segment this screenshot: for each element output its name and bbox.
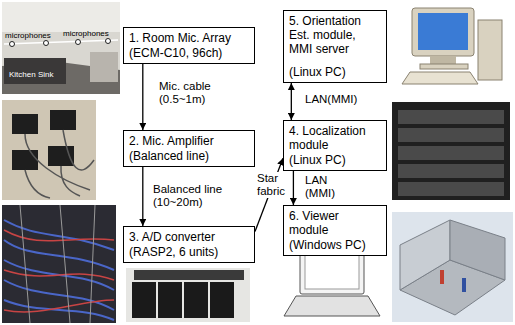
process-box: 4. Localization module(Linux PC): [283, 120, 387, 171]
box-text: (Balanced line): [129, 149, 249, 163]
box-text: (Linux PC): [289, 65, 381, 79]
connector-arrow: [142, 64, 143, 130]
box-text: (RASP2, 6 units): [129, 245, 249, 259]
box-text: 3. A/D converter: [129, 230, 249, 244]
laptop-icon: [284, 250, 380, 316]
box-text: (Linux PC): [289, 153, 381, 167]
connector-arrow: [291, 83, 292, 120]
edge-label: LAN(MMI): [304, 93, 376, 106]
edge-label: Star fabric: [256, 172, 292, 198]
box-text: 2. Mic. Amplifier: [129, 134, 249, 148]
photo-label: microphones: [62, 29, 110, 38]
connector-arrow: [293, 171, 294, 205]
process-box: 1. Room Mic. Array(ECM-C10, 96ch): [123, 27, 255, 64]
process-box: 6. Viewer module(Windows PC): [283, 205, 387, 256]
converter-photo: [126, 268, 250, 322]
box-text: 6. Viewer module: [289, 209, 381, 237]
box-text: 4. Localization module: [289, 124, 381, 152]
viewer-screenshot: [392, 212, 513, 322]
rack-photo: [392, 102, 510, 200]
process-box: 3. A/D converter(RASP2, 6 units): [123, 226, 255, 263]
photo-label: Kitchen Sink: [8, 70, 54, 79]
edge-label: LAN (MMI): [304, 174, 346, 200]
computer-icon: [402, 8, 502, 84]
box-text: 5. Orientation Est. module, MMI server: [289, 14, 381, 56]
room-photo: [2, 2, 120, 94]
edge-label: Balanced line (10~20m): [152, 183, 240, 209]
connector-arrow: [142, 167, 143, 226]
box-text: (ECM-C10, 96ch): [129, 46, 249, 60]
photo-label: microphones: [4, 31, 52, 40]
box-text: (Windows PC): [289, 238, 381, 252]
cables-photo: [2, 205, 116, 323]
process-box: 5. Orientation Est. module, MMI server (L…: [283, 10, 387, 83]
process-box: 2. Mic. Amplifier(Balanced line): [123, 130, 255, 167]
box-text: 1. Room Mic. Array: [129, 31, 249, 45]
amplifier-photo: [2, 100, 96, 200]
edge-label: Mic. cable (0.5~1m): [158, 80, 240, 106]
